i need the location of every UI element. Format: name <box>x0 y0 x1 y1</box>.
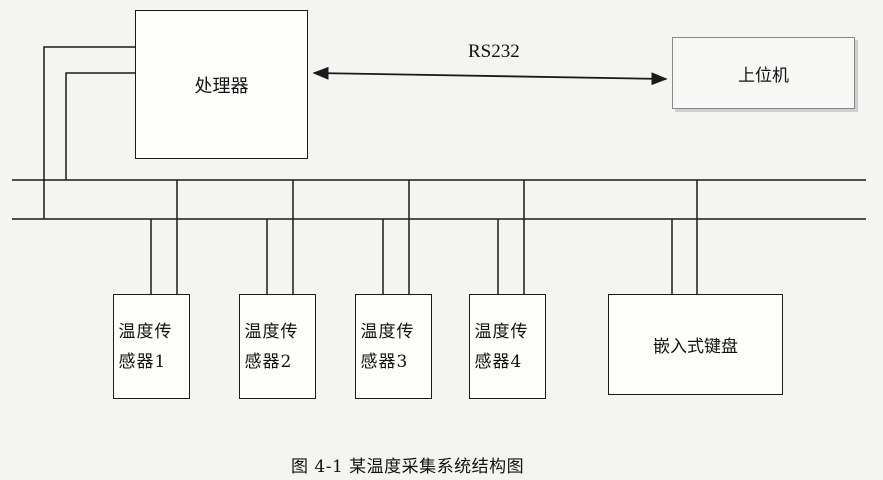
sensor3-label-line2: 感器3 <box>360 351 409 372</box>
figure-caption: 图 4-1 某温度采集系统结构图 <box>291 457 525 477</box>
rs232-arrow <box>312 66 668 86</box>
sensor2-label-line1: 温度传 <box>244 321 299 342</box>
temperature-sensor-3: 温度传 感器3 <box>355 294 432 399</box>
sensor1-label-line1: 温度传 <box>118 321 173 342</box>
processor-lead-inner <box>65 72 135 180</box>
sensor3-label-line1: 温度传 <box>360 321 415 342</box>
embedded-keyboard-box: 嵌入式键盘 <box>608 294 783 395</box>
sensor4-label-line1: 温度传 <box>474 321 529 342</box>
processor-lead-outer <box>43 46 135 219</box>
rs232-label: RS232 <box>468 41 520 62</box>
processor-label: 处理器 <box>194 75 249 97</box>
sensor1-label-line2: 感器1 <box>118 351 167 372</box>
host-computer-label: 上位机 <box>738 65 789 86</box>
temperature-sensor-1: 温度传 感器1 <box>113 294 190 399</box>
sensor4-label-line2: 感器4 <box>474 351 523 372</box>
embedded-keyboard-label: 嵌入式键盘 <box>653 337 738 357</box>
temperature-sensor-2: 温度传 感器2 <box>239 294 316 399</box>
host-computer-box: 上位机 <box>672 37 855 109</box>
sensor2-label-line2: 感器2 <box>244 351 293 372</box>
processor-box: 处理器 <box>135 10 308 159</box>
temperature-sensor-4: 温度传 感器4 <box>469 294 546 399</box>
